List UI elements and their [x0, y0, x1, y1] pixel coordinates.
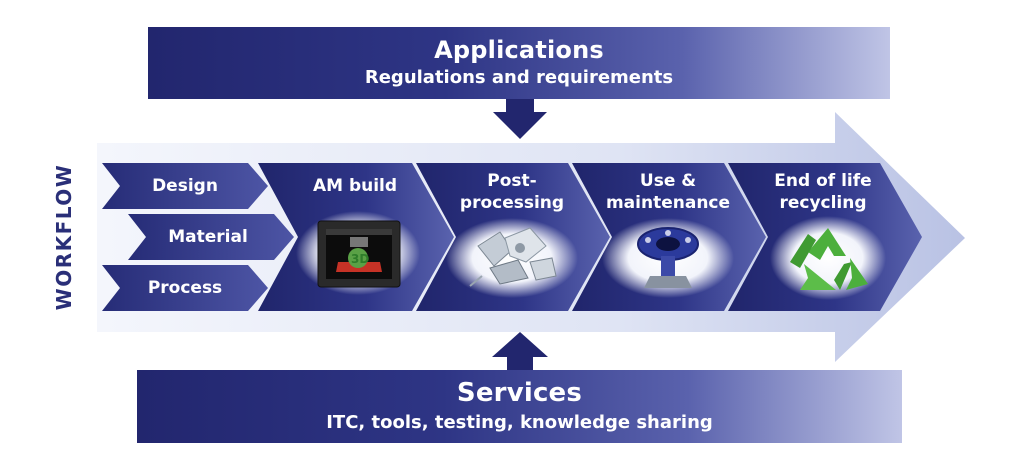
services-banner: Services ITC, tools, testing, knowledge …	[137, 370, 902, 443]
workflow-label: WORKFLOW	[52, 164, 76, 311]
am-build-label: AM build	[298, 175, 412, 197]
design-label: Design	[125, 175, 245, 197]
mechanical-component-image	[602, 218, 734, 298]
end-of-life-label: End of life recycling	[762, 170, 884, 214]
use-maintenance-label: Use & maintenance	[600, 170, 736, 214]
3d-printer-image: 3D	[296, 211, 420, 295]
applications-banner: Applications Regulations and requirement…	[148, 27, 890, 99]
post-processing-label: Post- processing	[456, 170, 568, 214]
recycle-image	[770, 216, 886, 300]
process-label: Process	[125, 277, 245, 299]
applications-title: Applications	[434, 35, 604, 65]
applications-subtitle: Regulations and requirements	[365, 65, 673, 91]
services-title: Services	[457, 377, 582, 409]
metal-parts-image	[446, 218, 578, 298]
up-arrow	[492, 332, 548, 370]
down-arrow	[493, 99, 547, 139]
material-label: Material	[148, 226, 268, 248]
services-subtitle: ITC, tools, testing, knowledge sharing	[326, 409, 713, 437]
svg-text:3D: 3D	[351, 252, 369, 266]
